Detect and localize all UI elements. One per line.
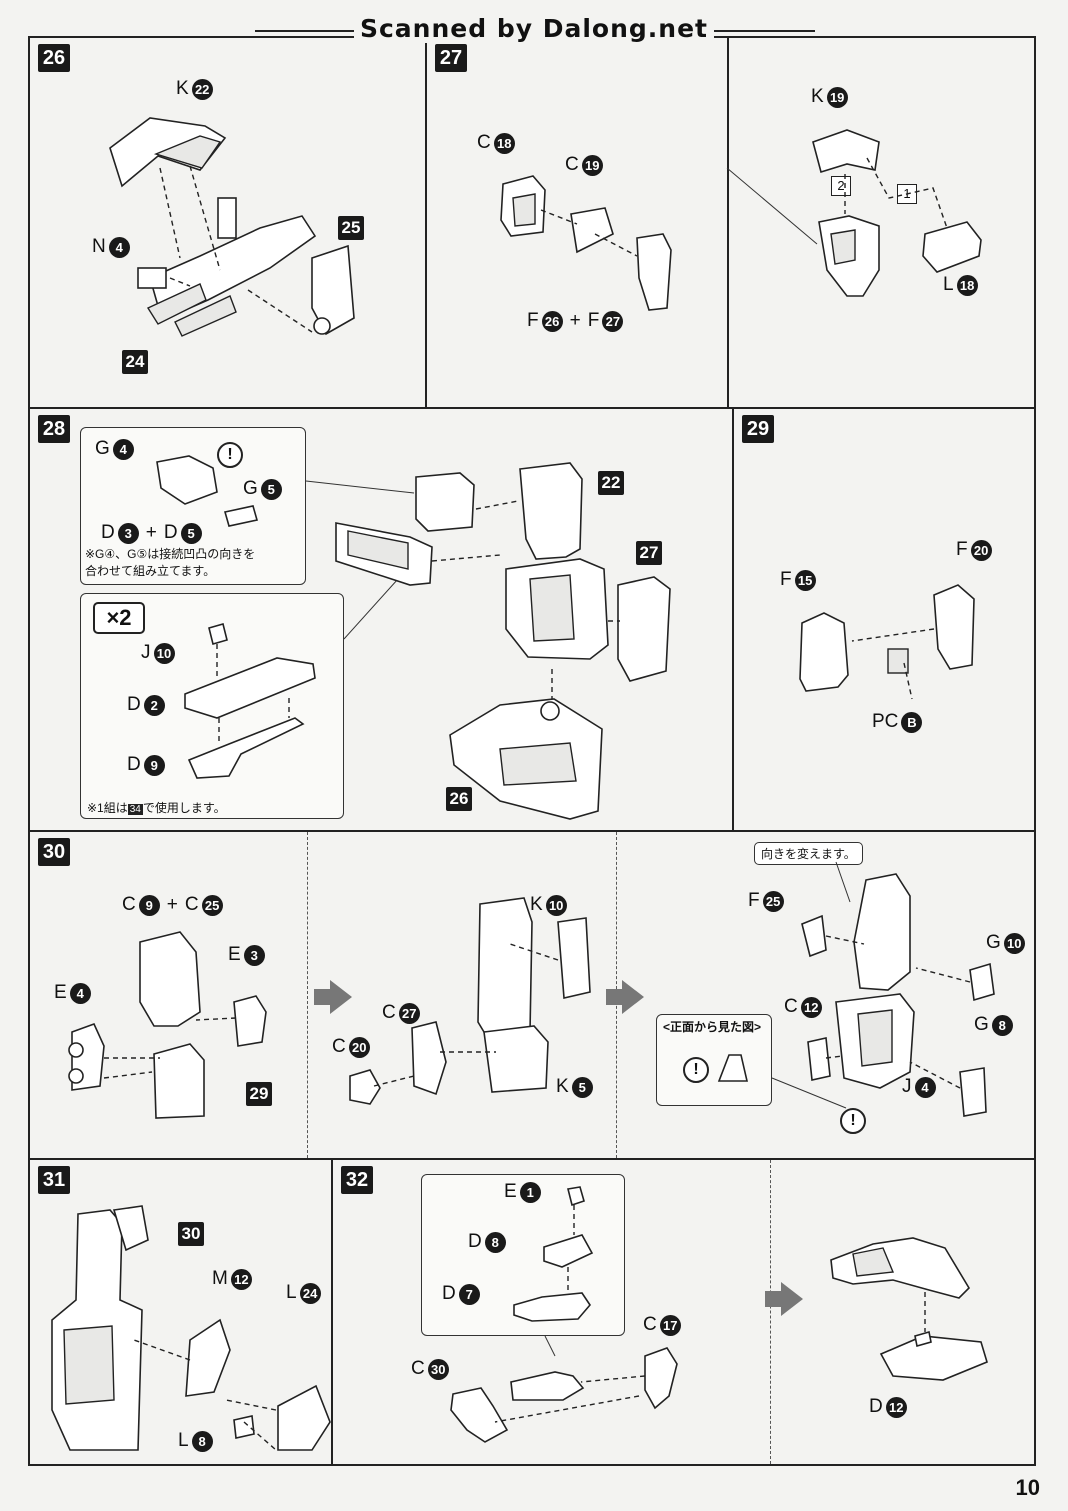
assembly-note: ※G④、G⑤は接続凹凸の向きを合わせて組み立てます。 (85, 547, 256, 578)
step-number: 30 (38, 838, 70, 866)
step-number: 26 (38, 44, 70, 72)
x2-parts-diagram (184, 623, 316, 779)
g-parts-diagram (156, 455, 259, 527)
step-number: 29 (742, 415, 774, 443)
step-number: 32 (341, 1166, 373, 1194)
step-26-diagram (109, 117, 355, 337)
caution-icon: ! (217, 442, 243, 468)
step-number: 27 (435, 44, 467, 72)
ref-step-26: 26 (446, 787, 472, 811)
ref-step-22: 22 (598, 471, 624, 495)
step-30-diagram (68, 861, 995, 1119)
ref-step-24: 24 (122, 350, 148, 374)
next-arrow-icon (314, 980, 352, 1014)
turn-around-callout: 向きを変えます。 (754, 842, 863, 865)
front-view-part (717, 1054, 749, 1082)
sub-assembly-diagram (513, 1186, 594, 1322)
step-number: 31 (38, 1166, 70, 1194)
ref-step-30: 30 (178, 1222, 204, 1246)
ref-step-25: 25 (338, 216, 364, 240)
next-arrow-icon (606, 980, 644, 1014)
front-view-title: <正面から見た図> (663, 1020, 762, 1034)
order-badge-2: 2 (831, 176, 851, 196)
ref-step-27: 27 (636, 541, 662, 565)
substep-divider (307, 832, 309, 1158)
step-32-diagram (450, 1237, 988, 1443)
ref-step-29: 29 (246, 1082, 272, 1106)
scan-credit: Scanned by Dalong.net (0, 14, 1068, 43)
substep-divider (727, 38, 729, 407)
substep-divider (770, 1160, 772, 1464)
step-29-diagram (799, 584, 975, 700)
step-28-diagram (305, 462, 671, 820)
step-31-diagram (51, 1205, 331, 1451)
page-number: 10 (1015, 1475, 1040, 1500)
caution-icon: ! (840, 1108, 866, 1134)
front-view-inset: <正面から見た図> ! (656, 1014, 772, 1106)
next-arrow-icon (765, 1282, 803, 1316)
step-number: 28 (38, 415, 70, 443)
caution-icon: ! (683, 1057, 709, 1083)
step-27-diagram (500, 129, 982, 311)
quantity-x2: ×2 (93, 602, 145, 634)
